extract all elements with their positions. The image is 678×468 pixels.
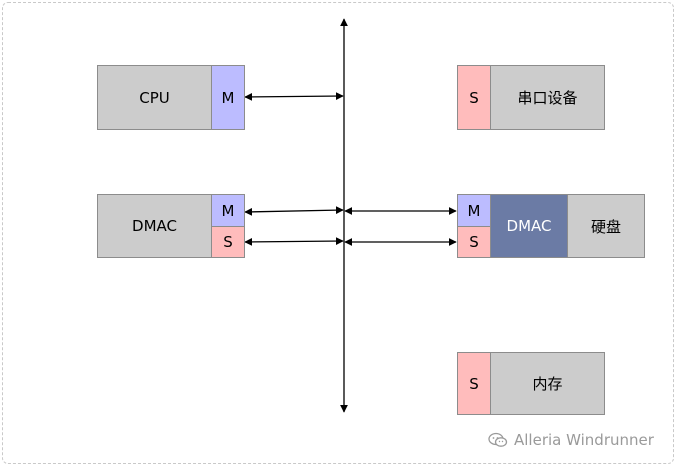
- dmac-left-s-link: [244, 237, 344, 246]
- disk-dmac-label: DMAC: [506, 217, 552, 235]
- dmac-left-s-label: S: [223, 233, 233, 251]
- serial-slave-port: S: [457, 65, 491, 130]
- wechat-icon: [488, 432, 508, 448]
- cpu-port-label: M: [221, 88, 235, 107]
- memory-port-label: S: [469, 374, 479, 393]
- memory-block: 内存: [490, 352, 605, 415]
- dmac-left-master-port: M: [211, 194, 245, 227]
- cpu-block: CPU: [97, 65, 212, 130]
- serial-port-label: S: [469, 88, 479, 107]
- watermark-text: Alleria Windrunner: [514, 431, 654, 449]
- disk-label: 硬盘: [590, 217, 621, 236]
- disk-slave-port: S: [457, 226, 491, 258]
- memory-label: 内存: [532, 375, 563, 393]
- disk-s-label: S: [469, 233, 479, 251]
- disk-dmac-block: DMAC: [490, 194, 568, 258]
- watermark: Alleria Windrunner: [488, 430, 654, 450]
- memory-slave-port: S: [457, 352, 491, 415]
- disk-master-port: M: [457, 194, 491, 227]
- dmac-left-block: DMAC: [97, 194, 212, 258]
- dmac-left-m-link: [244, 206, 344, 216]
- dmac-left-label: DMAC: [132, 217, 177, 235]
- diagram-frame: [2, 2, 674, 464]
- cpu-bus-link: [244, 92, 344, 101]
- cpu-label: CPU: [139, 88, 170, 107]
- dmac-left-m-label: M: [221, 201, 235, 220]
- disk-block: 硬盘: [567, 194, 645, 258]
- serial-device-label: 串口设备: [517, 89, 578, 107]
- dmac-left-slave-port: S: [211, 226, 245, 258]
- disk-m-label: M: [467, 201, 481, 220]
- cpu-master-port: M: [211, 65, 245, 130]
- serial-device-block: 串口设备: [490, 65, 605, 130]
